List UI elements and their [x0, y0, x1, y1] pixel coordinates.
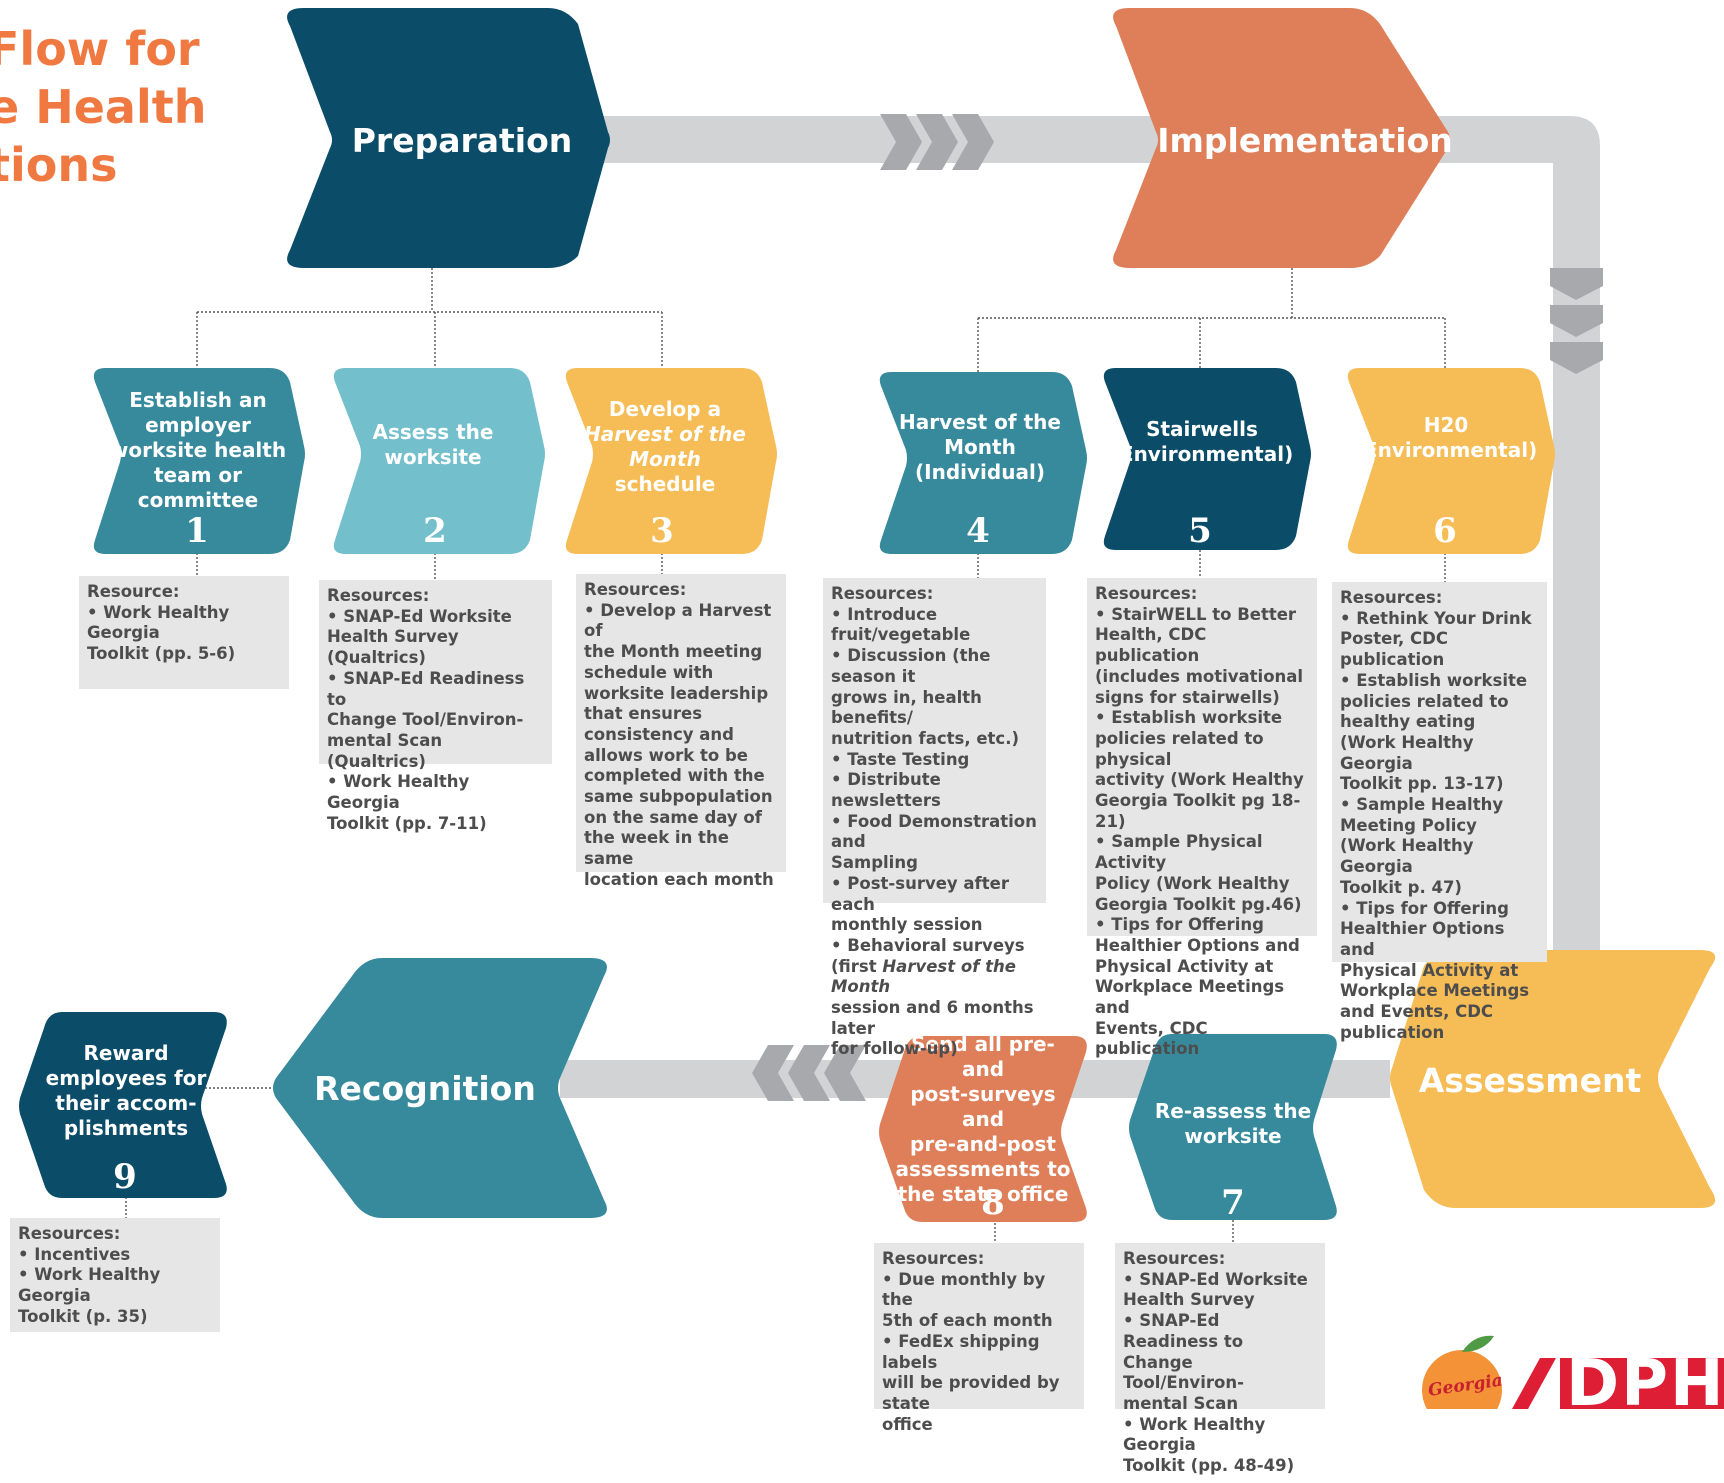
stage-recognition-label: Recognition	[314, 1068, 536, 1108]
resources-step-9: Resources:• Incentives• Work Healthy Geo…	[18, 1224, 161, 1326]
georgia-peach-logo	[1422, 1335, 1502, 1409]
bottom-direction-chevrons	[752, 1045, 866, 1101]
connector-lines	[125, 268, 1446, 1243]
dph-logo	[1512, 1358, 1724, 1409]
step-6-chevron	[1347, 368, 1555, 554]
diagram-title-line-2: e Health	[0, 80, 207, 134]
step-4-number: 4	[966, 511, 990, 551]
stage-preparation-label: Preparation	[351, 120, 573, 160]
dph-logo-text: DPH	[1566, 1352, 1724, 1409]
implementation-arrow	[1113, 8, 1450, 268]
step-8-number: 8	[981, 1183, 1005, 1223]
step-6-number: 6	[1433, 511, 1457, 551]
step-4-chevron	[879, 372, 1087, 554]
step-7-chevron	[1129, 1034, 1337, 1220]
step-1-chevron	[93, 368, 305, 554]
preparation-arrow	[287, 8, 610, 268]
assessment-arrow	[1390, 950, 1716, 1208]
step-9-chevron	[19, 1012, 227, 1198]
step-1-number: 1	[185, 511, 209, 551]
stage-implementation-label: Implementation	[1157, 120, 1453, 160]
workflow-diagram	[10, 8, 1724, 1409]
step-5-label: Stairwells(Environmental)	[1110, 417, 1294, 466]
resource-boxes	[10, 574, 1547, 1409]
stage-assessment-label: Assessment	[1418, 1060, 1642, 1100]
resources-step-4: Resources:• Introduce fruit/vegetable• D…	[831, 584, 1037, 1059]
recognition-arrow	[273, 958, 607, 1218]
step-2-number: 2	[423, 511, 447, 551]
side-direction-chevrons	[1550, 268, 1603, 374]
diagram-title-line-1: Flow for	[0, 22, 200, 76]
step-7-number: 7	[1221, 1183, 1245, 1223]
step-5-number: 5	[1188, 511, 1212, 551]
step-5-chevron	[1103, 368, 1311, 550]
top-direction-chevrons	[880, 114, 994, 170]
step-2-chevron	[333, 368, 545, 554]
step-8-chevron	[879, 1036, 1087, 1222]
step-3-chevron	[565, 368, 777, 554]
step-6-label: H20(Environmental)	[1354, 413, 1538, 462]
step-3-number: 3	[650, 511, 674, 551]
diagram-title-line-3: tions	[0, 138, 118, 192]
step-9-number: 9	[113, 1157, 137, 1197]
